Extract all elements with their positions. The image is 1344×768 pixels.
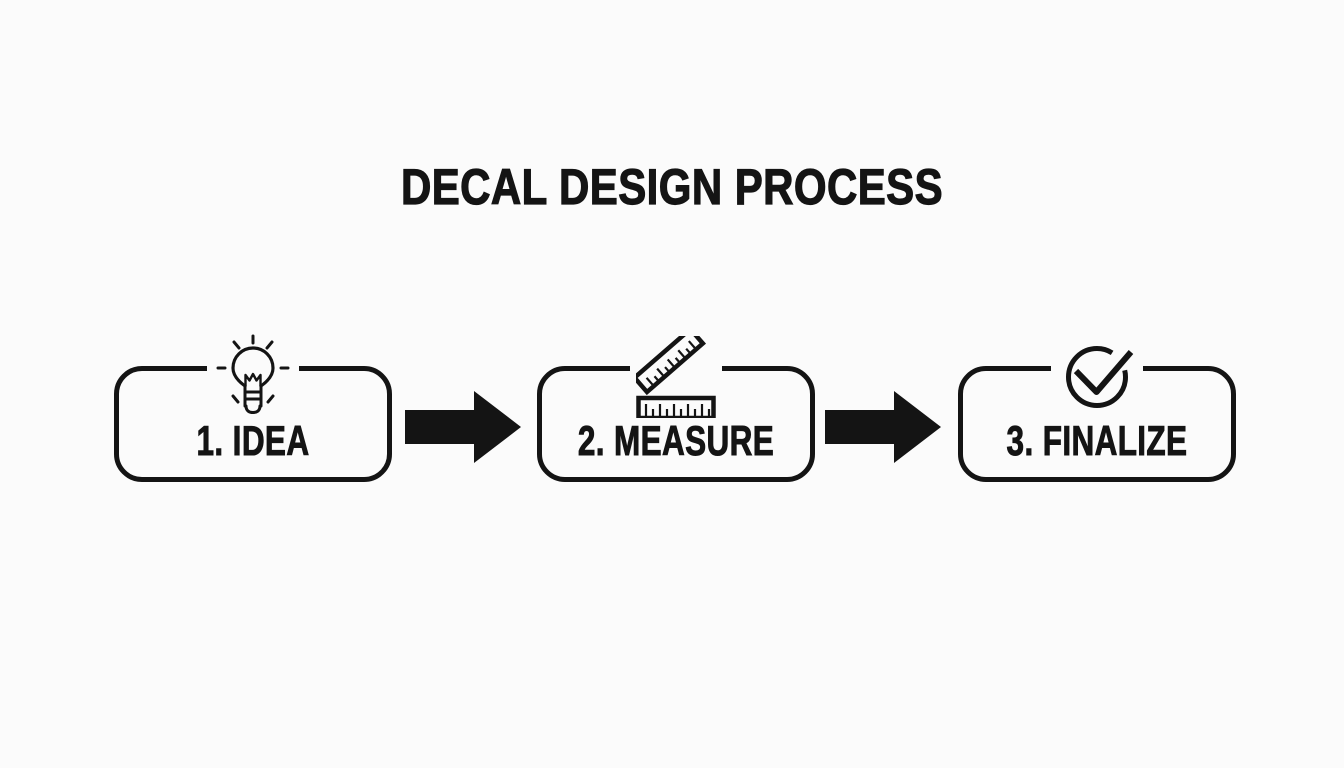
step-card-measure: 2. MEASURE	[537, 336, 815, 482]
step-card-finalize: 3. FINALIZE	[958, 346, 1236, 482]
ruler-icon	[636, 336, 716, 418]
border-gap	[1051, 365, 1143, 373]
arrow-right-icon	[405, 391, 521, 463]
step-label-idea: 1. IDEA	[196, 417, 310, 464]
step-label-measure: 2. MEASURE	[577, 417, 775, 464]
lightbulb-icon	[216, 334, 290, 414]
arrow-right-icon	[825, 391, 941, 463]
border-gap	[207, 365, 299, 373]
page-title: DECAL DESIGN PROCESS	[400, 159, 944, 215]
check-circle-icon	[1066, 346, 1134, 408]
step-label-finalize: 3. FINALIZE	[1006, 417, 1188, 464]
step-card-idea: 1. IDEA	[114, 334, 392, 482]
